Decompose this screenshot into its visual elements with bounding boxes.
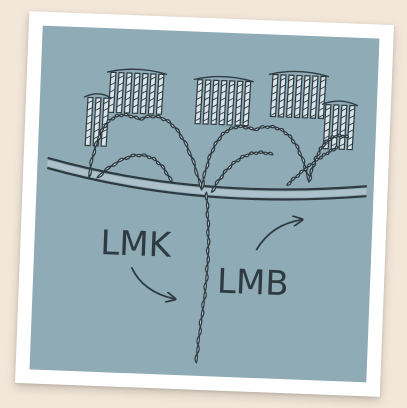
label-lmb: LMB — [216, 262, 289, 305]
arrow-lmb — [256, 218, 301, 252]
arrow-lmk — [130, 267, 175, 299]
stitch-cluster-3 — [267, 70, 329, 118]
twisted-chain-vertical — [195, 192, 212, 363]
label-lmk-group: LMK — [98, 223, 177, 299]
illustration-panel: LMK LMB — [30, 26, 380, 383]
label-lmk: LMK — [100, 223, 174, 266]
stitch-clusters — [82, 63, 359, 155]
chain-arch-3 — [201, 124, 254, 192]
vertical-chain-links — [195, 192, 212, 363]
stitch-cluster-1 — [105, 68, 167, 114]
photo-card: LMK LMB — [15, 11, 394, 397]
crochet-stitch-illustration: LMK LMB — [30, 26, 380, 383]
label-lmb-group: LMB — [216, 217, 301, 305]
stitch-cluster-2 — [192, 75, 254, 125]
